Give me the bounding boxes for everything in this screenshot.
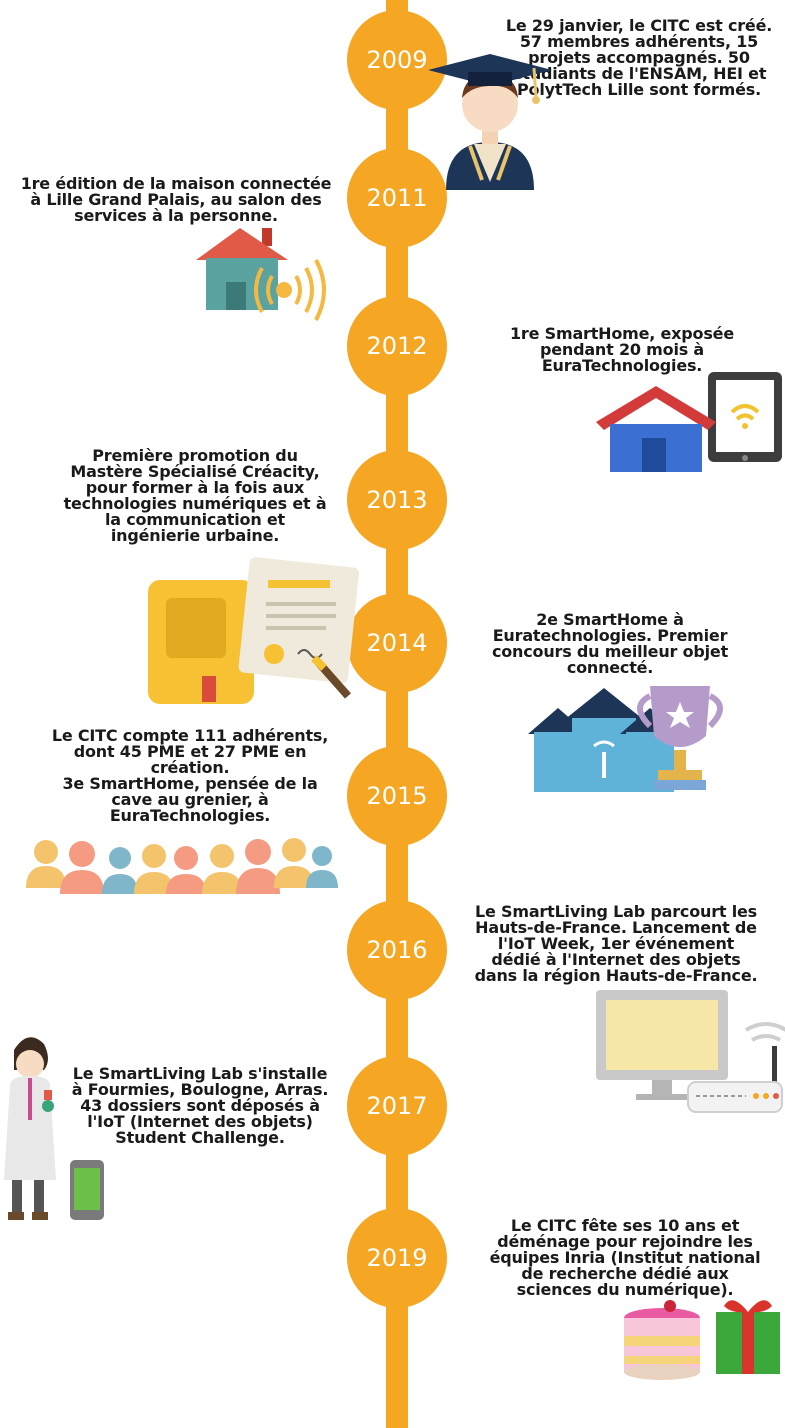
monitor-router-icon — [596, 990, 785, 1113]
event-text-2015: Le CITC compte 111 adhérents, dont 45 PM… — [51, 726, 329, 825]
scientist-phone-icon — [4, 1037, 104, 1220]
event-text-2009: Le 29 janvier, le CITC est créé. 57 memb… — [505, 16, 773, 99]
diploma-book-icon — [148, 557, 359, 704]
year-badge-2015: 2015 — [347, 746, 447, 846]
year-badge-2013: 2013 — [347, 450, 447, 550]
smarthome-tablet-icon — [596, 372, 782, 472]
event-text-2012: 1re SmartHome, exposée pendant 20 mois à… — [510, 324, 734, 375]
connected-house-icon — [196, 228, 326, 321]
year-badge-2012: 2012 — [347, 296, 447, 396]
crowd-icon — [26, 838, 338, 894]
year-badge-2014: 2014 — [347, 593, 447, 693]
year-badge-2016: 2016 — [347, 900, 447, 1000]
cake-gift-icon — [624, 1300, 780, 1380]
year-badge-2017: 2017 — [347, 1056, 447, 1156]
event-text-2019: Le CITC fête ses 10 ans et déménage pour… — [489, 1216, 761, 1299]
event-text-2017: Le SmartLiving Lab s'installe à Fourmies… — [71, 1064, 329, 1147]
year-badge-2009: 2009 — [347, 10, 447, 110]
event-text-2011: 1re édition de la maison connectée à Lil… — [20, 174, 332, 225]
year-badge-2019: 2019 — [347, 1208, 447, 1308]
houses-trophy-icon — [528, 686, 723, 792]
event-text-2016: Le SmartLiving Lab parcourt les Hauts-de… — [474, 902, 758, 985]
event-text-2014: 2e SmartHome à Euratechnologies. Premier… — [491, 610, 729, 677]
year-badge-2011: 2011 — [347, 148, 447, 248]
event-text-2013: Première promotion du Mastère Spécialisé… — [63, 446, 327, 545]
graduate-icon — [428, 54, 552, 190]
